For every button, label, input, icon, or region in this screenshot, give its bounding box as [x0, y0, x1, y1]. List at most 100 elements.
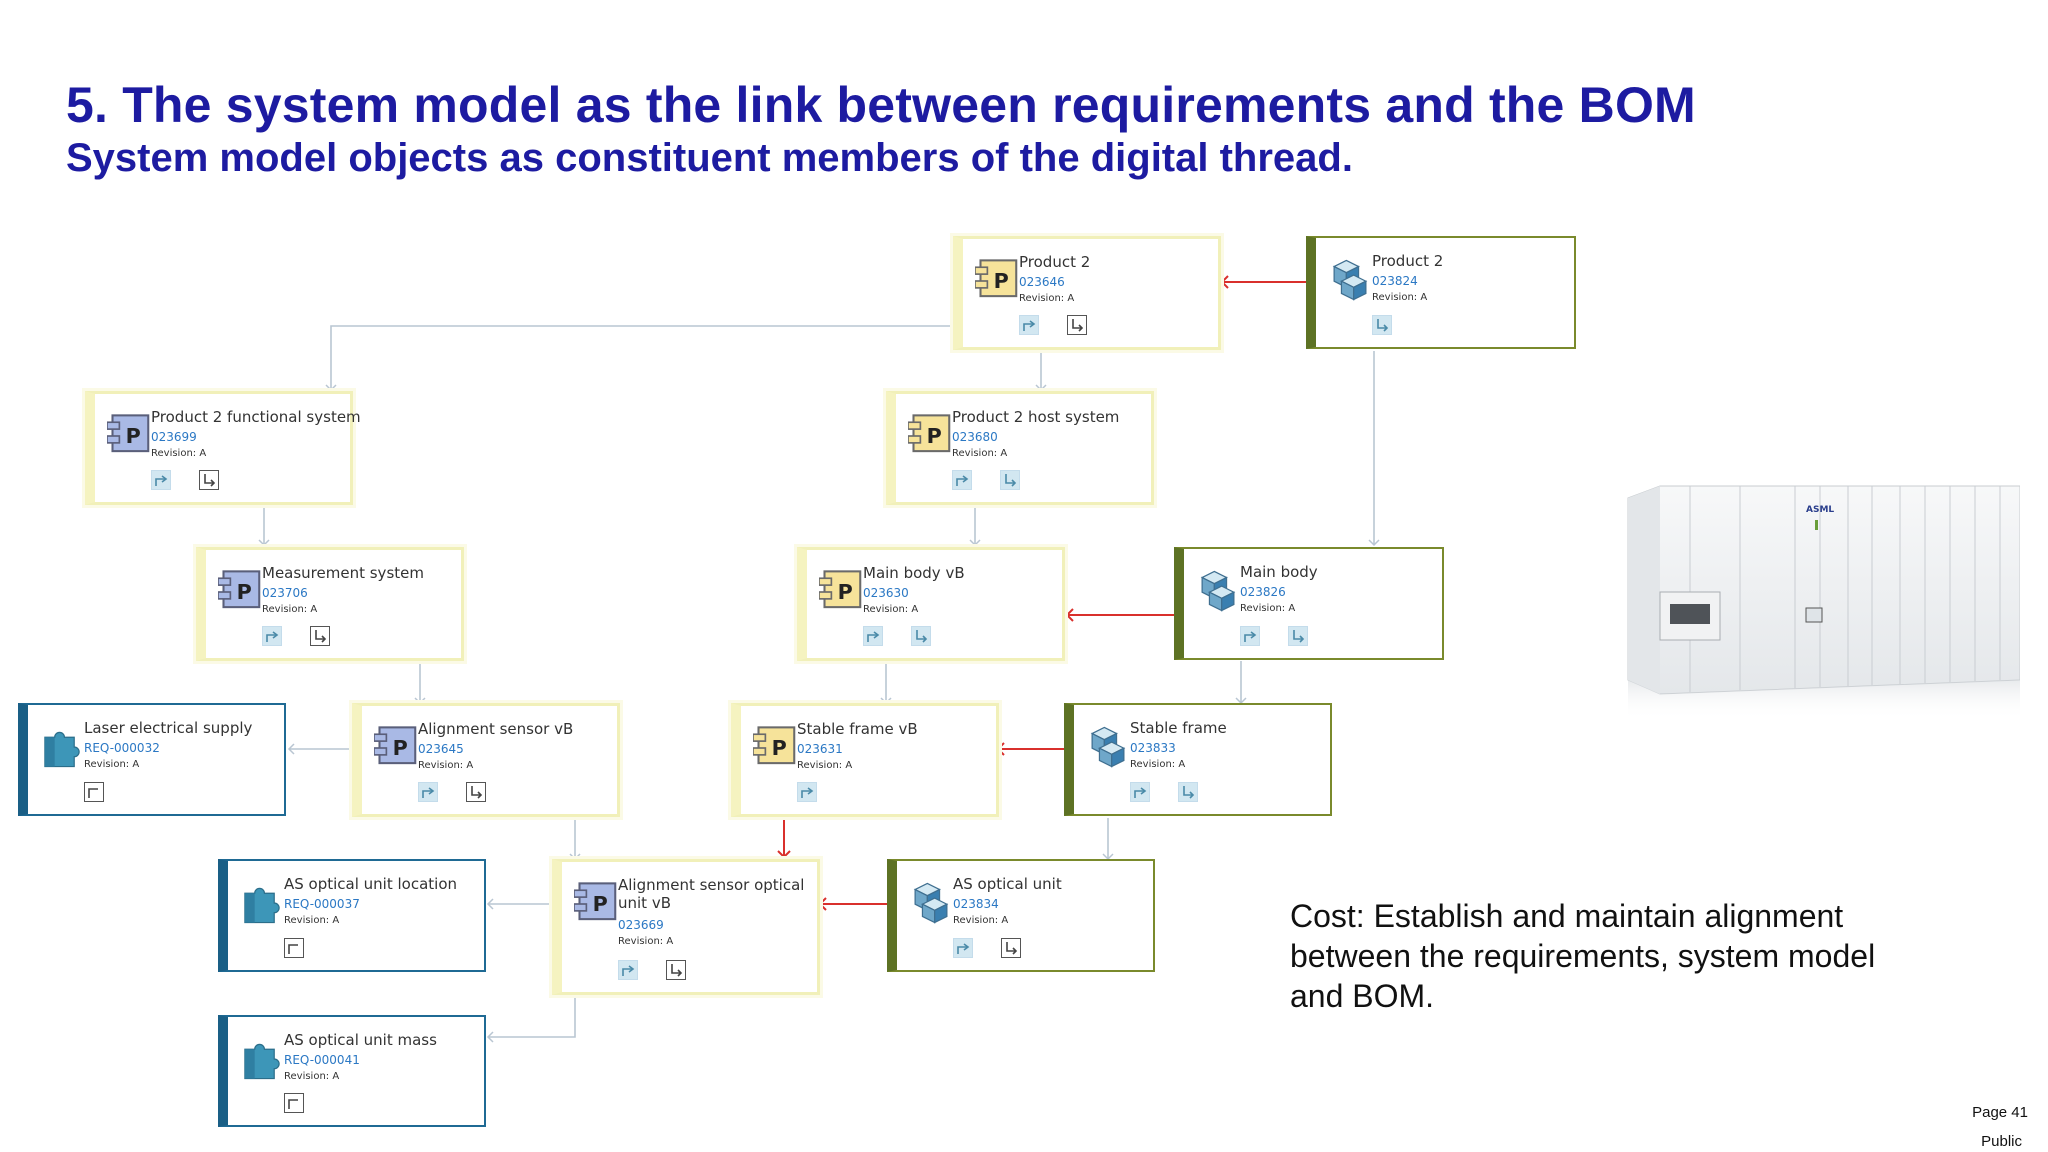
part-cube-icon — [914, 882, 948, 924]
classification-label: Public — [1981, 1133, 2022, 1150]
node-location-requirement[interactable]: AS optical unit location REQ-000037 Revi… — [218, 859, 486, 972]
trace-down-icon — [315, 629, 326, 643]
trace-up-icon — [956, 475, 968, 487]
node-product2-system[interactable]: Product 2 023646 Revision: A — [953, 236, 1221, 350]
node-name: Product 2 — [1019, 253, 1091, 271]
trace-up-button[interactable] — [1019, 315, 1039, 335]
node-number[interactable]: REQ-000041 — [284, 1053, 360, 1067]
trace-down-button[interactable] — [1067, 315, 1087, 335]
trace-up-icon — [622, 965, 634, 977]
trace-down-button[interactable] — [1000, 470, 1020, 490]
node-revision: Revision: A — [618, 936, 674, 947]
trace-down-button[interactable] — [666, 960, 686, 980]
node-name: Measurement system — [262, 564, 424, 582]
requirement-puzzle-icon — [244, 887, 280, 924]
trace-down-icon — [1072, 318, 1083, 332]
node-measurement-system[interactable]: Measurement system 023706 Revision: A — [196, 547, 464, 661]
node-name: Main body vB — [863, 564, 965, 582]
node-number[interactable]: 023699 — [151, 430, 197, 444]
trace-down-button[interactable] — [466, 782, 486, 802]
node-optical-unit-vb[interactable]: Alignment sensor optical unit vB 023669 … — [552, 859, 820, 995]
trace-up-button[interactable] — [84, 782, 104, 802]
node-optical-unit-bom[interactable]: AS optical unit 023834 Revision: A — [887, 859, 1155, 972]
trace-up-icon — [957, 943, 969, 955]
node-number[interactable]: 023646 — [1019, 275, 1065, 289]
component-p-icon — [753, 726, 796, 765]
node-product2-bom[interactable]: Product 2 023824 Revision: A — [1306, 236, 1576, 349]
trace-up-icon — [867, 631, 879, 643]
trace-up-button[interactable] — [1130, 782, 1150, 802]
trace-down-button[interactable] — [1288, 626, 1308, 646]
node-alignment-sensor-vb[interactable]: Alignment sensor vB 023645 Revision: A — [352, 703, 620, 817]
node-mass-requirement[interactable]: AS optical unit mass REQ-000041 Revision… — [218, 1015, 486, 1127]
node-revision: Revision: A — [284, 915, 340, 926]
component-p-icon — [819, 570, 862, 609]
node-number[interactable]: 023826 — [1240, 585, 1286, 599]
trace-down-button[interactable] — [1001, 938, 1021, 958]
requirement-puzzle-icon — [44, 731, 80, 768]
machine-logo: ASML — [1806, 505, 1834, 515]
trace-up-icon — [801, 787, 813, 799]
node-name: Alignment sensor optical unit vB — [618, 876, 805, 912]
component-p-icon — [107, 414, 150, 453]
trace-up-button[interactable] — [284, 938, 304, 958]
node-revision: Revision: A — [797, 760, 853, 771]
node-name: Product 2 functional system — [151, 408, 361, 426]
node-functional-system[interactable]: Product 2 functional system 023699 Revis… — [85, 391, 361, 505]
trace-up-button[interactable] — [1240, 626, 1260, 646]
node-name: AS optical unit location — [284, 875, 458, 893]
trace-up-icon — [288, 944, 299, 955]
node-name: Stable frame vB — [797, 720, 918, 738]
trace-down-button[interactable] — [310, 626, 330, 646]
node-number[interactable]: 023669 — [618, 918, 664, 932]
trace-up-button[interactable] — [262, 626, 282, 646]
node-revision: Revision: A — [1240, 603, 1296, 614]
node-number[interactable]: 023834 — [953, 897, 999, 911]
node-number[interactable]: 023630 — [863, 586, 909, 600]
page-number: Page 41 — [1972, 1104, 2028, 1121]
node-number[interactable]: 023706 — [262, 586, 308, 600]
trace-down-button[interactable] — [1372, 315, 1392, 335]
trace-down-icon — [671, 963, 682, 977]
node-number[interactable]: REQ-000032 — [84, 741, 160, 755]
node-stable-frame-vb[interactable]: Stable frame vB 023631 Revision: A — [731, 703, 999, 817]
trace-up-button[interactable] — [151, 470, 171, 490]
node-number[interactable]: 023631 — [797, 742, 843, 756]
trace-up-button[interactable] — [284, 1093, 304, 1113]
trace-up-icon — [155, 475, 167, 487]
node-number[interactable]: 023824 — [1372, 274, 1418, 288]
trace-up-icon — [266, 631, 278, 643]
trace-down-button[interactable] — [911, 626, 931, 646]
trace-down-icon — [204, 473, 215, 487]
trace-up-button[interactable] — [797, 782, 817, 802]
trace-down-icon — [916, 629, 927, 643]
trace-up-icon — [422, 787, 434, 799]
node-revision: Revision: A — [1019, 293, 1075, 304]
trace-up-button[interactable] — [863, 626, 883, 646]
node-main-body-bom[interactable]: Main body 023826 Revision: A — [1174, 547, 1444, 660]
trace-up-button[interactable] — [953, 938, 973, 958]
node-name: Laser electrical supply — [84, 719, 253, 737]
node-stable-frame-bom[interactable]: Stable frame 023833 Revision: A — [1064, 703, 1332, 816]
node-number[interactable]: REQ-000037 — [284, 897, 360, 911]
node-number[interactable]: 023680 — [952, 430, 998, 444]
node-number[interactable]: 023833 — [1130, 741, 1176, 755]
trace-up-button[interactable] — [952, 470, 972, 490]
trace-up-button[interactable] — [618, 960, 638, 980]
trace-down-button[interactable] — [199, 470, 219, 490]
trace-down-icon — [1005, 473, 1016, 487]
node-revision: Revision: A — [84, 759, 140, 770]
trace-down-button[interactable] — [1178, 782, 1198, 802]
component-p-icon — [975, 259, 1018, 298]
requirement-puzzle-icon — [244, 1043, 280, 1080]
node-laser-requirement[interactable]: Laser electrical supply REQ-000032 Revis… — [18, 703, 286, 816]
node-main-body-vb[interactable]: Main body vB 023630 Revision: A — [797, 547, 1065, 661]
trace-down-icon — [1006, 941, 1017, 955]
node-host-system[interactable]: Product 2 host system 023680 Revision: A — [886, 391, 1154, 505]
trace-up-button[interactable] — [418, 782, 438, 802]
node-name: Product 2 — [1372, 252, 1444, 270]
trace-up-icon — [1023, 320, 1035, 332]
node-number[interactable]: 023645 — [418, 742, 464, 756]
component-p-icon — [908, 414, 951, 453]
node-name: AS optical unit mass — [284, 1031, 437, 1049]
